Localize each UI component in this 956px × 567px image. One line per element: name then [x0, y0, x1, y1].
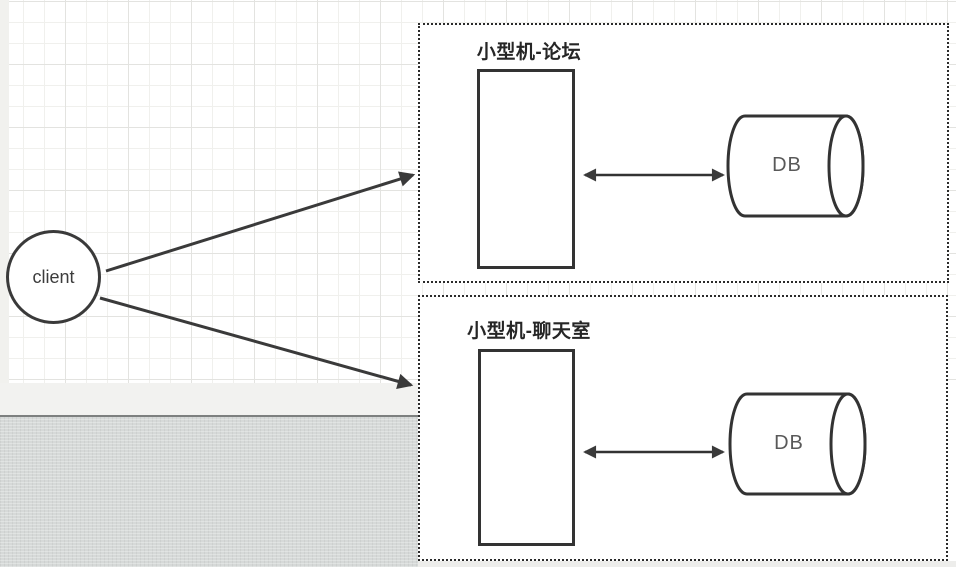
offpage-area-dark	[0, 415, 419, 567]
group-box-chat[interactable]: 小型机-聊天室 DB	[418, 295, 948, 561]
chat-group-title: 小型机-聊天室	[467, 321, 591, 342]
page-edge-left	[0, 0, 9, 386]
client-node[interactable]: client	[6, 230, 101, 324]
forum-db-double-arrow[interactable]	[579, 160, 729, 190]
chat-db-label: DB	[774, 432, 804, 454]
group-box-forum[interactable]: 小型机-论坛 DB	[418, 23, 949, 283]
forum-db-label: DB	[772, 154, 802, 176]
chat-server-rect[interactable]	[478, 349, 575, 546]
forum-group-title: 小型机-论坛	[476, 42, 582, 63]
forum-server-rect[interactable]	[477, 69, 575, 269]
client-label: client	[32, 266, 75, 287]
chat-db-cylinder[interactable]	[728, 391, 869, 497]
offpage-area-light	[0, 383, 419, 416]
offpage-bottom-strip	[418, 561, 956, 567]
forum-db-cylinder[interactable]	[726, 113, 867, 219]
chat-db-double-arrow[interactable]	[579, 437, 729, 467]
